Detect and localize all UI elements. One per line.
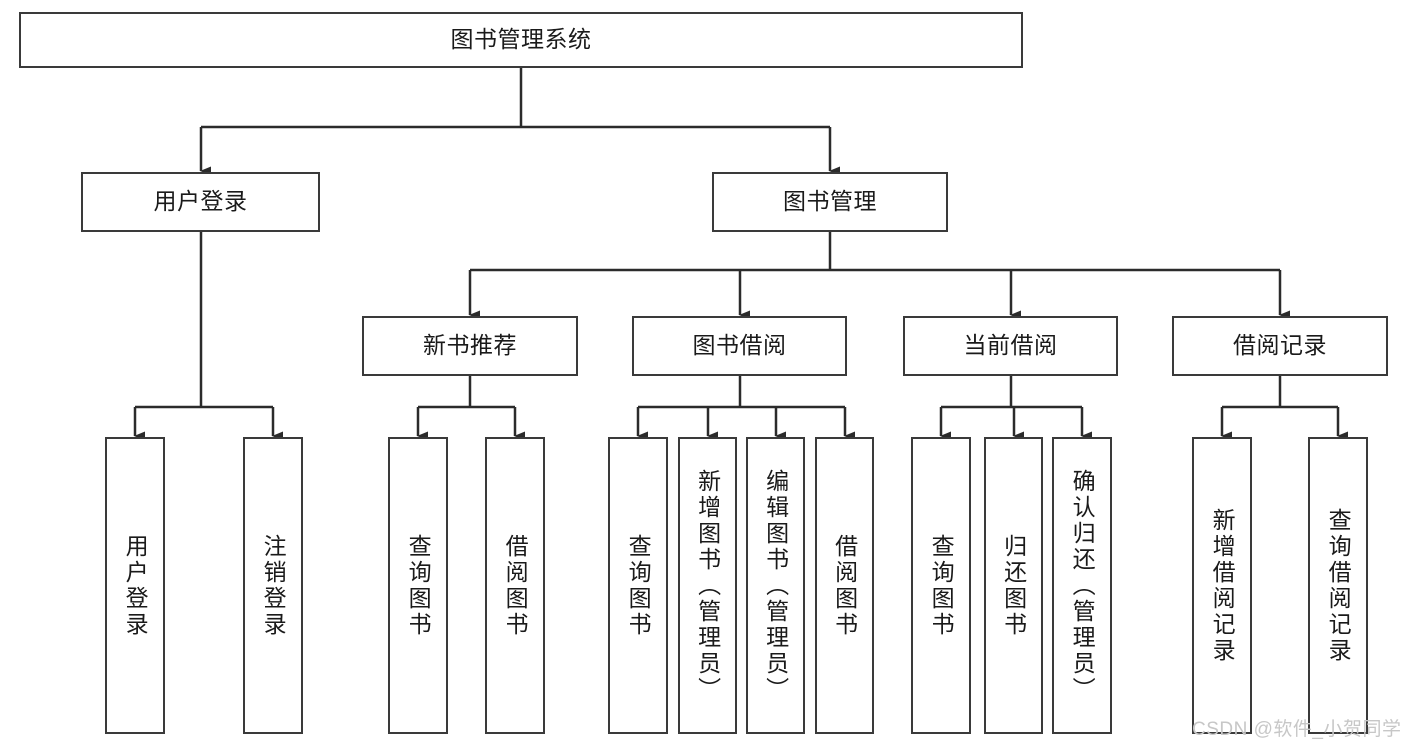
node-label: 借阅图书 (831, 533, 858, 638)
node-label: 归还图书 (1000, 533, 1027, 638)
node-leaf-edit-book[interactable]: 编辑图书（管理员） (746, 437, 805, 734)
node-label: 编辑图书（管理员） (762, 468, 789, 703)
node-leaf-add-book[interactable]: 新增图书（管理员） (678, 437, 737, 734)
node-label: 新增图书（管理员） (694, 468, 721, 703)
edge-group (133, 68, 1348, 441)
node-book-borrow[interactable]: 图书借阅 (632, 316, 847, 376)
node-label: 查询借阅记录 (1325, 507, 1352, 664)
node-leaf-logout[interactable]: 注销登录 (243, 437, 303, 734)
node-label: 注销登录 (260, 533, 287, 638)
node-leaf-query-book-3[interactable]: 查询图书 (911, 437, 971, 734)
node-leaf-return-book[interactable]: 归还图书 (984, 437, 1043, 734)
csdn-watermark: CSDN @软件_小贺同学 (1192, 719, 1402, 740)
node-label: 新书推荐 (423, 332, 517, 359)
node-label: 用户登录 (122, 533, 149, 638)
node-leaf-query-book-1[interactable]: 查询图书 (388, 437, 448, 734)
node-label: 用户登录 (153, 188, 248, 215)
node-user-login[interactable]: 用户登录 (81, 172, 320, 232)
node-leaf-query-record[interactable]: 查询借阅记录 (1308, 437, 1368, 734)
node-label: 新增借阅记录 (1209, 507, 1236, 664)
node-label: 借阅图书 (502, 533, 529, 638)
node-label: 确认归还（管理员） (1069, 468, 1096, 703)
node-leaf-confirm-return[interactable]: 确认归还（管理员） (1052, 437, 1112, 734)
node-current-borrow[interactable]: 当前借阅 (903, 316, 1118, 376)
node-leaf-borrow-book-2[interactable]: 借阅图书 (815, 437, 874, 734)
node-label: 查询图书 (625, 533, 652, 638)
node-new-book-recommend[interactable]: 新书推荐 (362, 316, 578, 376)
node-label: 查询图书 (405, 533, 432, 638)
node-root[interactable]: 图书管理系统 (19, 12, 1023, 68)
node-label: 当前借阅 (963, 332, 1058, 359)
node-label: 查询图书 (928, 533, 955, 638)
node-leaf-borrow-book-1[interactable]: 借阅图书 (485, 437, 545, 734)
node-book-management[interactable]: 图书管理 (712, 172, 948, 232)
node-leaf-user-login[interactable]: 用户登录 (105, 437, 165, 734)
node-leaf-query-book-2[interactable]: 查询图书 (608, 437, 668, 734)
node-label: 图书管理 (783, 188, 877, 215)
node-label: 图书借阅 (692, 332, 787, 359)
node-label: 借阅记录 (1233, 332, 1327, 359)
node-leaf-add-record[interactable]: 新增借阅记录 (1192, 437, 1252, 734)
node-borrow-record[interactable]: 借阅记录 (1172, 316, 1388, 376)
node-label: 图书管理系统 (450, 26, 592, 53)
